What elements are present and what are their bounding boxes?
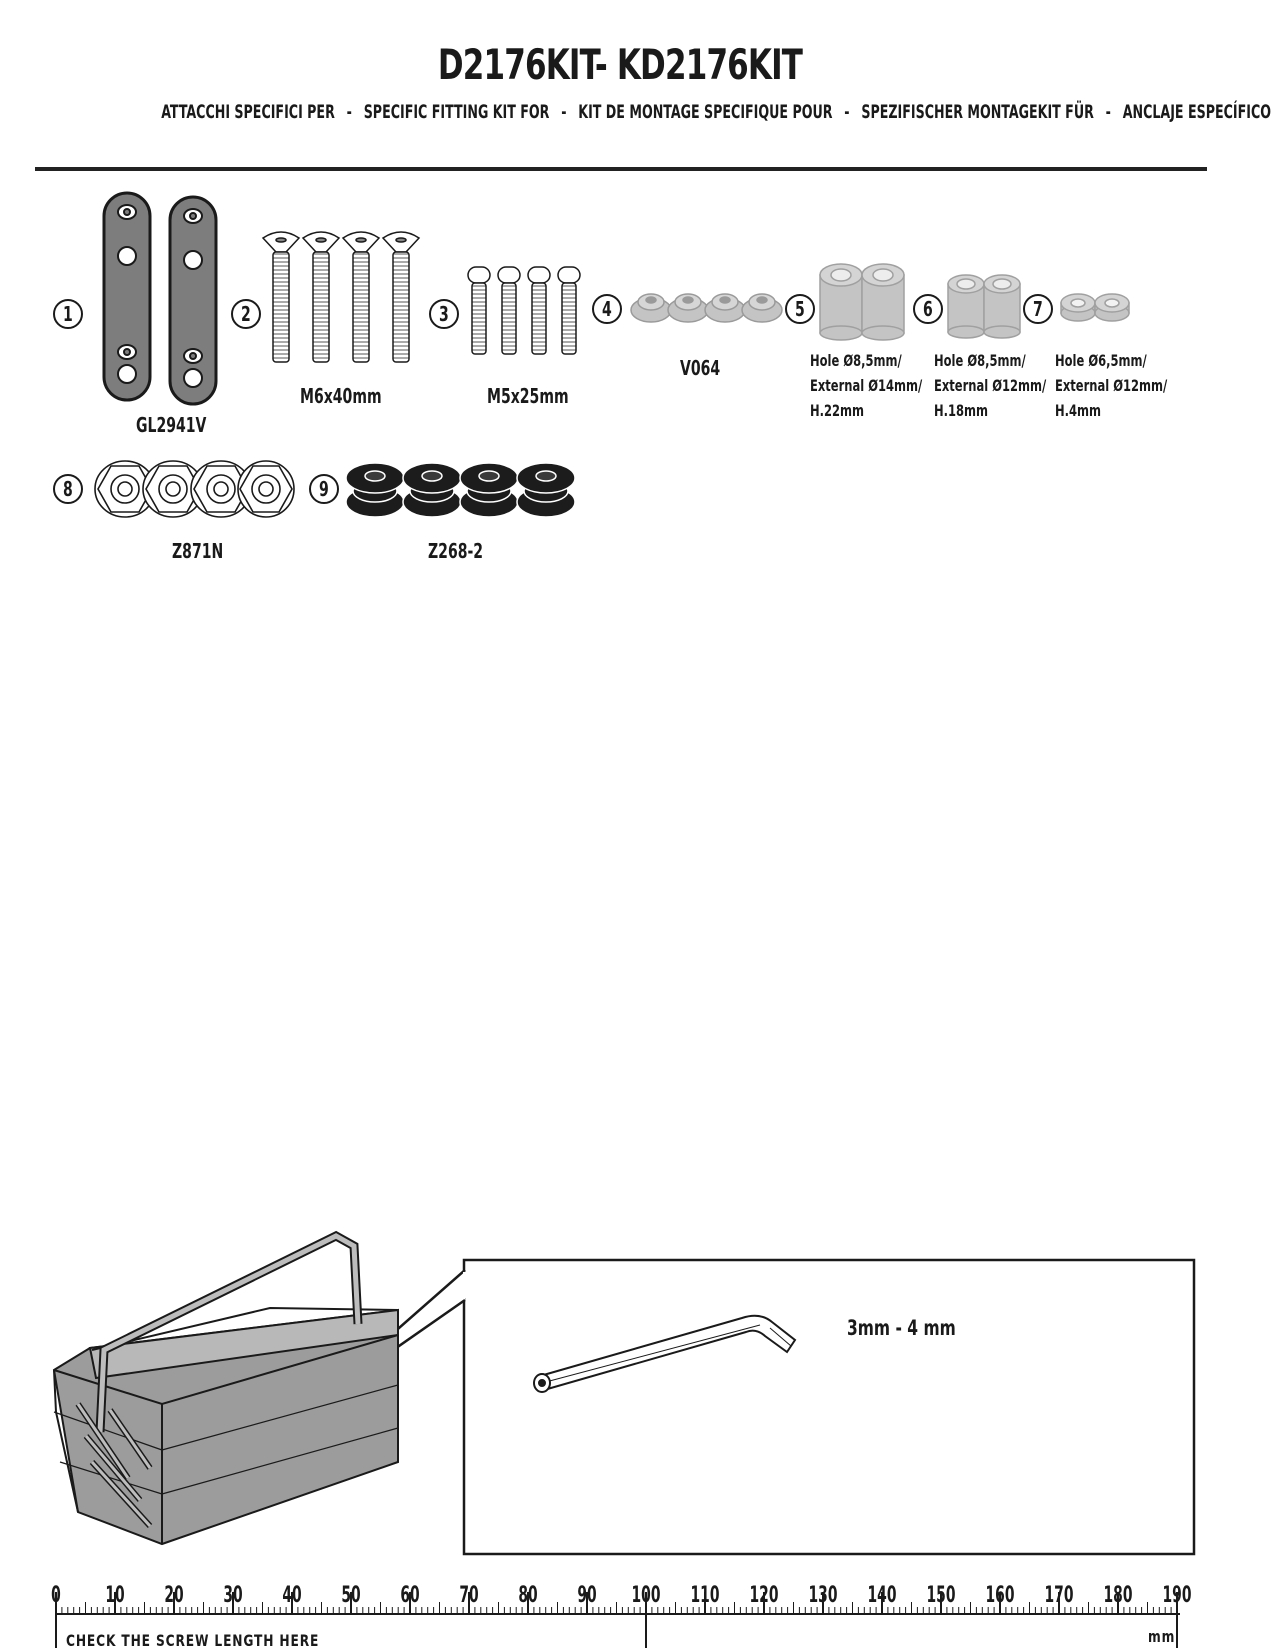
toolbox-icon: [52, 1230, 399, 1546]
subtitle-es: ANCLAJE ESPECÍFICO PARA: [1122, 101, 1275, 123]
screw-m5x25-icon: [467, 266, 581, 355]
subtitle-separator: -: [1105, 101, 1111, 123]
part-number-circle: [231, 299, 261, 329]
ruler-tick-label: 120: [749, 1583, 779, 1608]
subtitle-en: SPECIFIC FITTING KIT FOR: [363, 101, 550, 123]
ruler-tick-label: 130: [808, 1583, 838, 1608]
subtitle-separator: -: [844, 101, 850, 123]
part-number: 5: [795, 297, 805, 321]
tools-section: [52, 1230, 1196, 1556]
ruler-tick-label: 180: [1103, 1583, 1133, 1608]
spec-line: External Ø14mm/: [810, 376, 923, 395]
part-number: 7: [1033, 297, 1043, 321]
tall-spacer-icon: [819, 263, 905, 341]
part-number: 3: [439, 302, 449, 326]
ruler-tick-label: 20: [164, 1583, 184, 1608]
spec-line: H.18mm: [934, 401, 989, 420]
spacer-spec: Hole Ø8,5mm/ External Ø12mm/ H.18mm: [934, 348, 1046, 423]
ruler-caption: CHECK THE SCREW LENGTH HERE: [66, 1631, 320, 1650]
ruler-tick-label: 80: [518, 1583, 538, 1608]
spec-line: H.4mm: [1055, 401, 1102, 420]
spec-line: Hole Ø8,5mm/: [934, 351, 1026, 370]
header-divider: [35, 167, 1207, 171]
ruler-tick-label: 170: [1044, 1583, 1074, 1608]
ruler-tick-label: 30: [223, 1583, 243, 1608]
part-number-circle: [309, 474, 339, 504]
page-title: D2176KIT- KD2176KIT: [437, 40, 803, 89]
ruler-unit: mm: [1148, 1627, 1176, 1646]
part-code: M5x25mm: [487, 384, 569, 408]
bracket-plates-icon: [102, 191, 218, 406]
part-number-circle: [785, 294, 815, 324]
ruler-tick-label: 90: [577, 1583, 597, 1608]
screw-m6x40-icon: [261, 231, 421, 363]
tool-callout-box: [462, 1258, 1196, 1556]
ruler-tick-label: 140: [867, 1583, 897, 1608]
lock-nut-icon: [94, 460, 295, 518]
spec-line: External Ø12mm/: [1055, 376, 1168, 395]
part-code: M6x40mm: [300, 384, 382, 408]
ruler-tick-label: 160: [985, 1583, 1015, 1608]
part-code: Z268-2: [428, 539, 484, 563]
subtitle-de: SPEZIFISCHER MONTAGEKIT FÜR: [861, 101, 1094, 123]
spec-line: External Ø12mm/: [934, 376, 1047, 395]
subtitle-fr: KIT DE MONTAGE SPECIFIQUE POUR: [578, 101, 833, 123]
spec-line: H.22mm: [810, 401, 865, 420]
allen-key-size-label: 3mm - 4 mm: [847, 1316, 956, 1340]
part-number: 4: [602, 297, 612, 321]
subtitle-separator: -: [346, 101, 352, 123]
medium-spacer-icon: [947, 274, 1021, 339]
ruler-tick-label: 60: [400, 1583, 420, 1608]
part-number: 2: [241, 302, 251, 326]
part-number: 1: [63, 302, 73, 326]
flat-washer-icon: [1060, 293, 1130, 322]
part-code: GL2941V: [136, 413, 207, 437]
part-number-circle: [1023, 294, 1053, 324]
ruler-tick-label: 40: [282, 1583, 302, 1608]
subtitle-separator: -: [561, 101, 567, 123]
spec-line: Hole Ø8,5mm/: [810, 351, 902, 370]
ruler-tick-label: 50: [341, 1583, 361, 1608]
part-number-circle: [913, 294, 943, 324]
part-number-circle: [53, 299, 83, 329]
ruler-tick-label: 10: [105, 1583, 125, 1608]
part-number-circle: [53, 474, 83, 504]
rubber-grommet-icon: [345, 462, 576, 518]
ruler-tick-label: 110: [690, 1583, 720, 1608]
allen-key-icon: [533, 1314, 797, 1393]
part-number: 8: [63, 477, 73, 501]
page-subtitle: ATTACCHI SPECIFICI PER - SPECIFIC FITTIN…: [161, 101, 1275, 123]
ruler-tick-label: 100: [631, 1583, 661, 1608]
part-number-circle: [429, 299, 459, 329]
measuring-ruler: [55, 1592, 1180, 1648]
part-number: 6: [923, 297, 933, 321]
part-code: Z871N: [172, 539, 224, 563]
parts-illustrations: [53, 191, 1130, 518]
subtitle-it: ATTACCHI SPECIFICI PER: [161, 101, 335, 123]
spacer-spec: Hole Ø8,5mm/ External Ø14mm/ H.22mm: [810, 348, 922, 423]
ruler-tick-label: 190: [1162, 1583, 1192, 1608]
spec-line: Hole Ø6,5mm/: [1055, 351, 1147, 370]
washer-spec: Hole Ø6,5mm/ External Ø12mm/ H.4mm: [1055, 348, 1167, 423]
conical-spacer-icon: [630, 293, 783, 323]
part-code: V064: [680, 356, 721, 380]
ruler-tick-label: 150: [926, 1583, 956, 1608]
ruler-tick-label: 70: [459, 1583, 479, 1608]
ruler-tick-label: 0: [51, 1583, 61, 1608]
part-number-circle: [592, 294, 622, 324]
part-number: 9: [319, 477, 329, 501]
